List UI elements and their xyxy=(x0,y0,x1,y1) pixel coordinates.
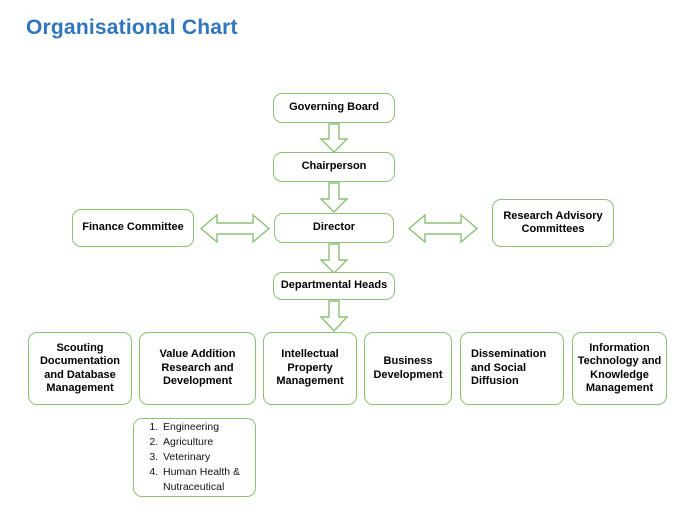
node-director[interactable]: Director xyxy=(274,213,394,243)
node-value-addition-subitems[interactable]: Engineering Agriculture Veterinary Human… xyxy=(133,418,256,497)
arrow-governing-board-to-chairperson xyxy=(319,123,349,153)
node-intellectual-property-management[interactable]: Intellectual Property Management xyxy=(263,332,357,405)
node-governing-board[interactable]: Governing Board xyxy=(273,93,395,123)
node-value-addition-research-and-development[interactable]: Value Addition Research and Development xyxy=(139,332,256,405)
value-addition-list: Engineering Agriculture Veterinary Human… xyxy=(144,420,247,495)
node-information-technology-and-knowledge-management[interactable]: Information Technology and Knowledge Man… xyxy=(572,332,667,405)
list-item: Engineering xyxy=(161,420,247,435)
node-departmental-heads[interactable]: Departmental Heads xyxy=(273,272,395,300)
arrow-chairperson-to-director xyxy=(319,182,349,213)
arrow-director-to-departmental-heads xyxy=(319,243,349,274)
arrow-director-research-advisory xyxy=(407,213,479,244)
list-item: Human Health & Nutraceutical xyxy=(161,465,247,495)
node-dissemination-and-social-diffusion[interactable]: Dissemination and Social Diffusion xyxy=(460,332,564,405)
list-item: Agriculture xyxy=(161,435,247,450)
node-business-development[interactable]: Business Development xyxy=(364,332,452,405)
page-title: Organisational Chart xyxy=(26,16,238,39)
node-finance-committee[interactable]: Finance Committee xyxy=(72,209,194,247)
list-item: Veterinary xyxy=(161,450,247,465)
node-scouting-documentation-and-database-management[interactable]: Scouting Documentation and Database Mana… xyxy=(28,332,132,405)
arrow-departmental-heads-to-departments xyxy=(319,300,349,333)
node-chairperson[interactable]: Chairperson xyxy=(273,152,395,182)
node-research-advisory-committees[interactable]: Research Advisory Committees xyxy=(492,199,614,247)
arrow-finance-committee-director xyxy=(199,213,271,244)
